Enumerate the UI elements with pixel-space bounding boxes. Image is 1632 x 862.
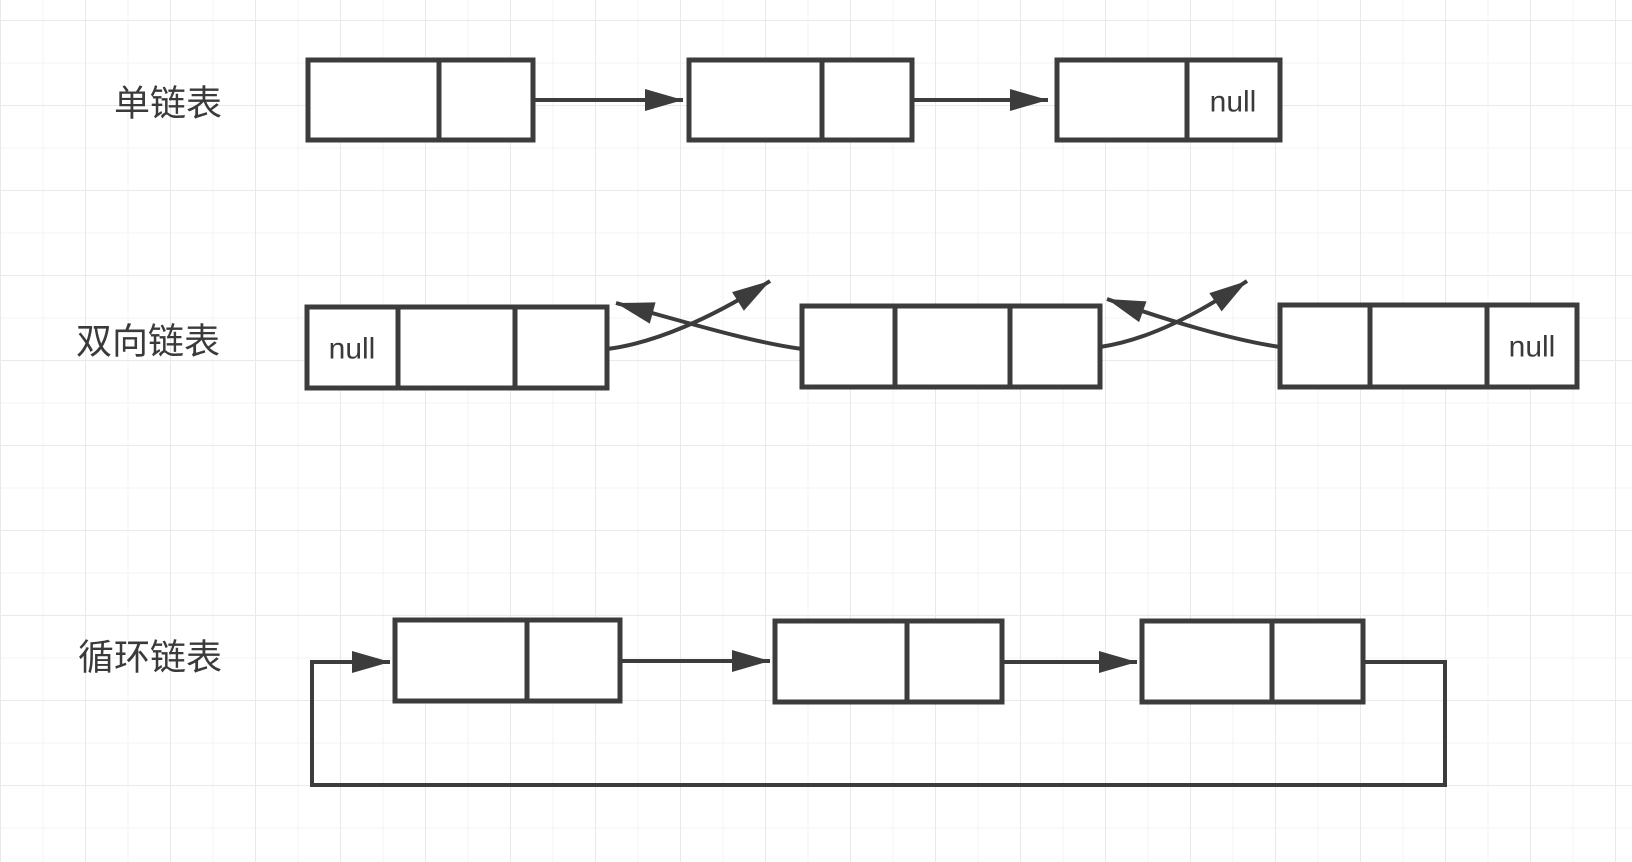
- node-box: [1139, 618, 1366, 705]
- node-box: [799, 303, 1103, 390]
- node-box: [1277, 302, 1580, 390]
- node-box: [772, 618, 1005, 705]
- node-box: [686, 57, 915, 143]
- null-pointer-text: null: [1509, 331, 1556, 364]
- singly-linked-list-row: 单链表 null: [114, 57, 1283, 143]
- null-pointer-text: null: [329, 333, 376, 366]
- next-pointer-arrow: [606, 279, 772, 351]
- null-pointer-text: null: [1210, 86, 1257, 119]
- next-pointer-arrow: [1099, 279, 1249, 349]
- node-box: [305, 57, 536, 143]
- node-box: [304, 304, 610, 391]
- row-label-circular: 循环链表: [78, 637, 222, 678]
- node-box: [392, 617, 623, 704]
- circular-linked-list-row: 循环链表: [78, 617, 1447, 787]
- doubly-linked-list-row: 双向链表 null null: [76, 279, 1580, 391]
- prev-pointer-arrow: [1106, 297, 1281, 349]
- node-box: [1054, 57, 1283, 143]
- row-label-doubly: 双向链表: [76, 321, 220, 362]
- cycle-loop-arrow: [310, 651, 1447, 787]
- row-label-singly: 单链表: [114, 83, 222, 124]
- prev-pointer-arrow: [615, 301, 803, 351]
